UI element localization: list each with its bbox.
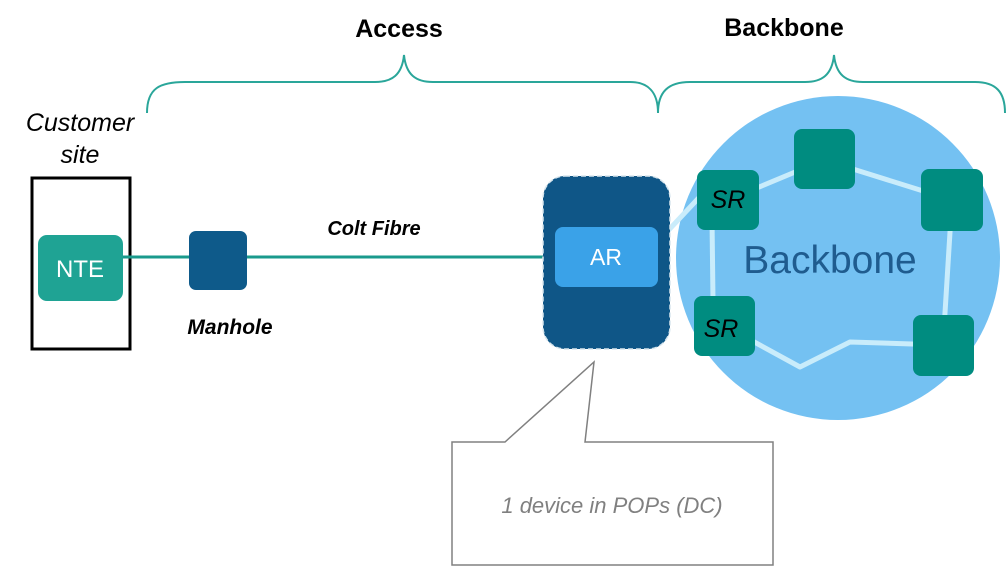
customer-site-label-line1: Customer xyxy=(26,109,136,137)
sr-node-bottom-label: SR xyxy=(704,315,739,343)
nte-label: NTE xyxy=(56,256,104,283)
access-header: Access xyxy=(355,15,443,43)
customer-site-box xyxy=(30,176,132,351)
nte-box xyxy=(38,235,123,301)
backbone-bracket xyxy=(657,54,1006,114)
backbone-cloud-label: Backbone xyxy=(743,239,916,282)
ar-box xyxy=(555,227,658,287)
backbone-ring-link-sr xyxy=(709,219,716,301)
ar-label: AR xyxy=(590,244,622,270)
sr-node-bottom xyxy=(694,296,755,356)
sr-node-top-label: SR xyxy=(711,186,746,214)
backbone-node-top xyxy=(794,129,855,189)
backbone-node-right xyxy=(921,169,983,231)
manhole-box xyxy=(189,231,247,290)
backbone-node-bottom-right xyxy=(913,315,974,376)
pop-callout xyxy=(451,360,774,566)
sr-node-top xyxy=(697,170,759,230)
customer-site-label-line2: site xyxy=(61,141,100,169)
colt-fibre-label: Colt Fibre xyxy=(327,218,420,240)
callout-text: 1 device in POPs (DC) xyxy=(501,493,722,518)
backbone-header: Backbone xyxy=(724,14,844,42)
access-bracket xyxy=(146,54,659,114)
manhole-label: Manhole xyxy=(187,316,272,339)
